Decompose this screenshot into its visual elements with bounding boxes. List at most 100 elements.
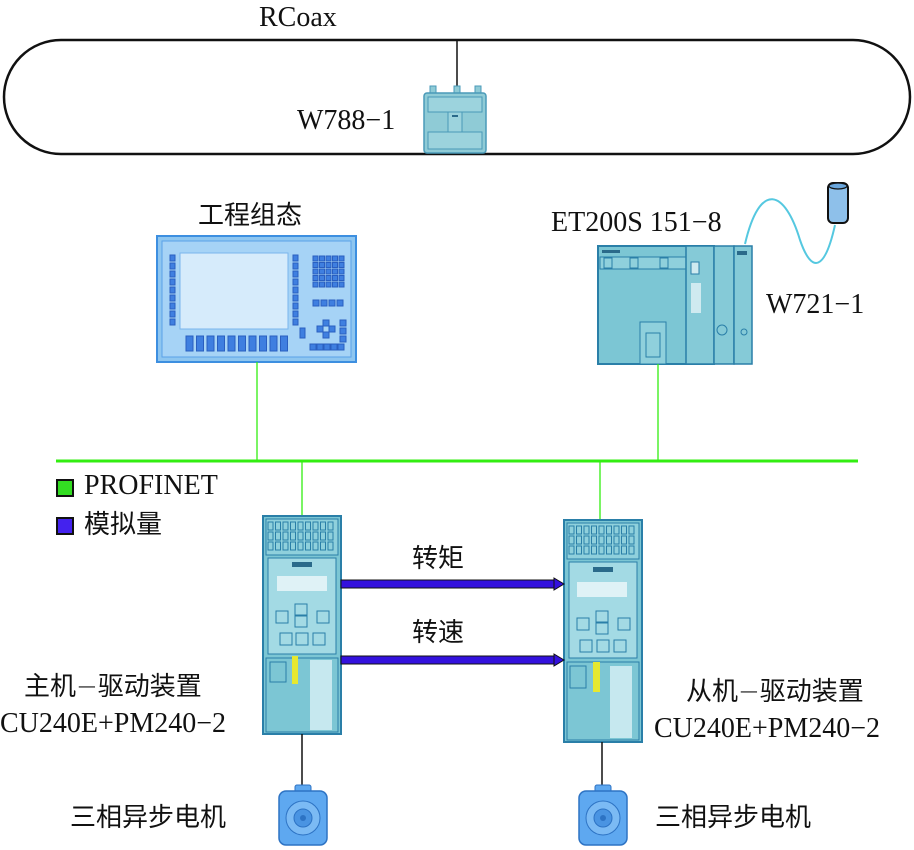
decor-key <box>169 310 176 318</box>
decor-key <box>275 531 281 541</box>
decor-key <box>227 335 236 352</box>
decor-key <box>598 535 605 545</box>
decor-key <box>325 262 332 268</box>
decor-key <box>196 335 204 352</box>
decor-key <box>591 545 597 555</box>
decor-key <box>332 275 338 281</box>
decor-key <box>320 531 326 541</box>
decor-key <box>325 275 332 281</box>
decor-key <box>576 535 582 545</box>
decor-key <box>613 535 620 545</box>
decor-key <box>305 521 311 531</box>
decor-key <box>591 535 597 545</box>
decor-key <box>583 525 590 535</box>
decor-key <box>169 318 176 326</box>
decor-key <box>312 275 319 281</box>
decor-key <box>327 541 334 551</box>
slave-drive-role-label: 从机−驱动装置 <box>686 677 864 707</box>
slave-drive-icon <box>563 519 643 743</box>
decor-key <box>606 535 612 545</box>
speed-arrow <box>340 653 565 667</box>
decor-key <box>290 541 296 551</box>
decor-key <box>338 262 345 268</box>
decor-key <box>325 281 332 288</box>
decor-key <box>275 541 281 551</box>
decor-key <box>338 275 345 281</box>
decor-key <box>312 255 319 262</box>
decor-key <box>338 255 345 262</box>
decor-key <box>339 335 347 343</box>
decor-key <box>275 521 281 531</box>
decor-key <box>312 262 319 268</box>
decor-key <box>319 275 325 281</box>
decor-key <box>330 343 338 351</box>
et200s-remote-io-icon <box>597 245 753 365</box>
master-drive-model-label: CU240E+PM240−2 <box>0 708 227 739</box>
decor-key <box>332 255 338 262</box>
decor-key <box>319 262 325 268</box>
decor-key <box>292 310 299 318</box>
decor-key <box>606 525 612 535</box>
decor-key <box>598 545 605 555</box>
decor-key <box>267 541 274 551</box>
decor-key <box>325 255 332 262</box>
decor-key <box>337 343 345 351</box>
decor-key <box>169 254 176 262</box>
decor-key <box>312 281 319 288</box>
engineering-station-hmi-icon <box>156 235 357 363</box>
rcoax-label: RCoax <box>259 2 337 33</box>
decor-key <box>576 545 582 555</box>
speed-label: 转速 <box>412 618 465 648</box>
legend-analog-swatch <box>56 517 74 535</box>
decor-key <box>319 268 325 275</box>
decor-key <box>583 535 590 545</box>
decor-key <box>280 335 288 352</box>
decor-key <box>316 325 324 333</box>
decor-key <box>292 302 299 310</box>
decor-key <box>332 262 338 268</box>
decor-key <box>576 525 582 535</box>
decor-key <box>332 268 338 275</box>
decor-key <box>598 525 605 535</box>
slave-motor-icon <box>578 784 628 846</box>
decor-key <box>282 521 289 531</box>
decor-key <box>336 299 344 307</box>
decor-key <box>292 262 299 270</box>
decor-key <box>322 319 330 327</box>
slave-drive-model-label: CU240E+PM240−2 <box>654 713 881 744</box>
master-motor-label: 三相异步电机 <box>70 803 227 833</box>
decor-key <box>292 270 299 278</box>
engineering-station-label: 工程组态 <box>198 201 303 231</box>
w788-label: W788−1 <box>297 105 396 136</box>
decor-key <box>292 294 299 302</box>
decor-key <box>169 286 176 294</box>
decor-key <box>169 262 176 270</box>
decor-key <box>267 531 274 541</box>
decor-key <box>327 531 334 541</box>
decor-key <box>621 525 627 535</box>
legend-analog-label: 模拟量 <box>84 510 163 540</box>
decor-key <box>628 535 635 545</box>
decor-key <box>305 541 311 551</box>
torque-label: 转矩 <box>412 544 465 574</box>
decor-key <box>316 343 324 351</box>
decor-key <box>328 299 336 307</box>
decor-key <box>312 531 319 541</box>
decor-key <box>339 319 347 327</box>
decor-key <box>292 318 299 326</box>
decor-key <box>305 531 311 541</box>
decor-key <box>327 521 334 531</box>
decor-key <box>259 335 267 352</box>
decor-key <box>339 327 347 335</box>
legend-profinet-swatch <box>56 479 74 497</box>
decor-key <box>297 521 304 531</box>
decor-key <box>312 521 319 531</box>
decor-key <box>169 270 176 278</box>
decor-key <box>297 541 304 551</box>
decor-key <box>297 531 304 541</box>
decor-key <box>338 281 345 288</box>
decor-key <box>320 521 326 531</box>
slave-motor-label: 三相异步电机 <box>655 803 812 833</box>
decor-key <box>325 268 332 275</box>
decor-key <box>269 335 278 352</box>
